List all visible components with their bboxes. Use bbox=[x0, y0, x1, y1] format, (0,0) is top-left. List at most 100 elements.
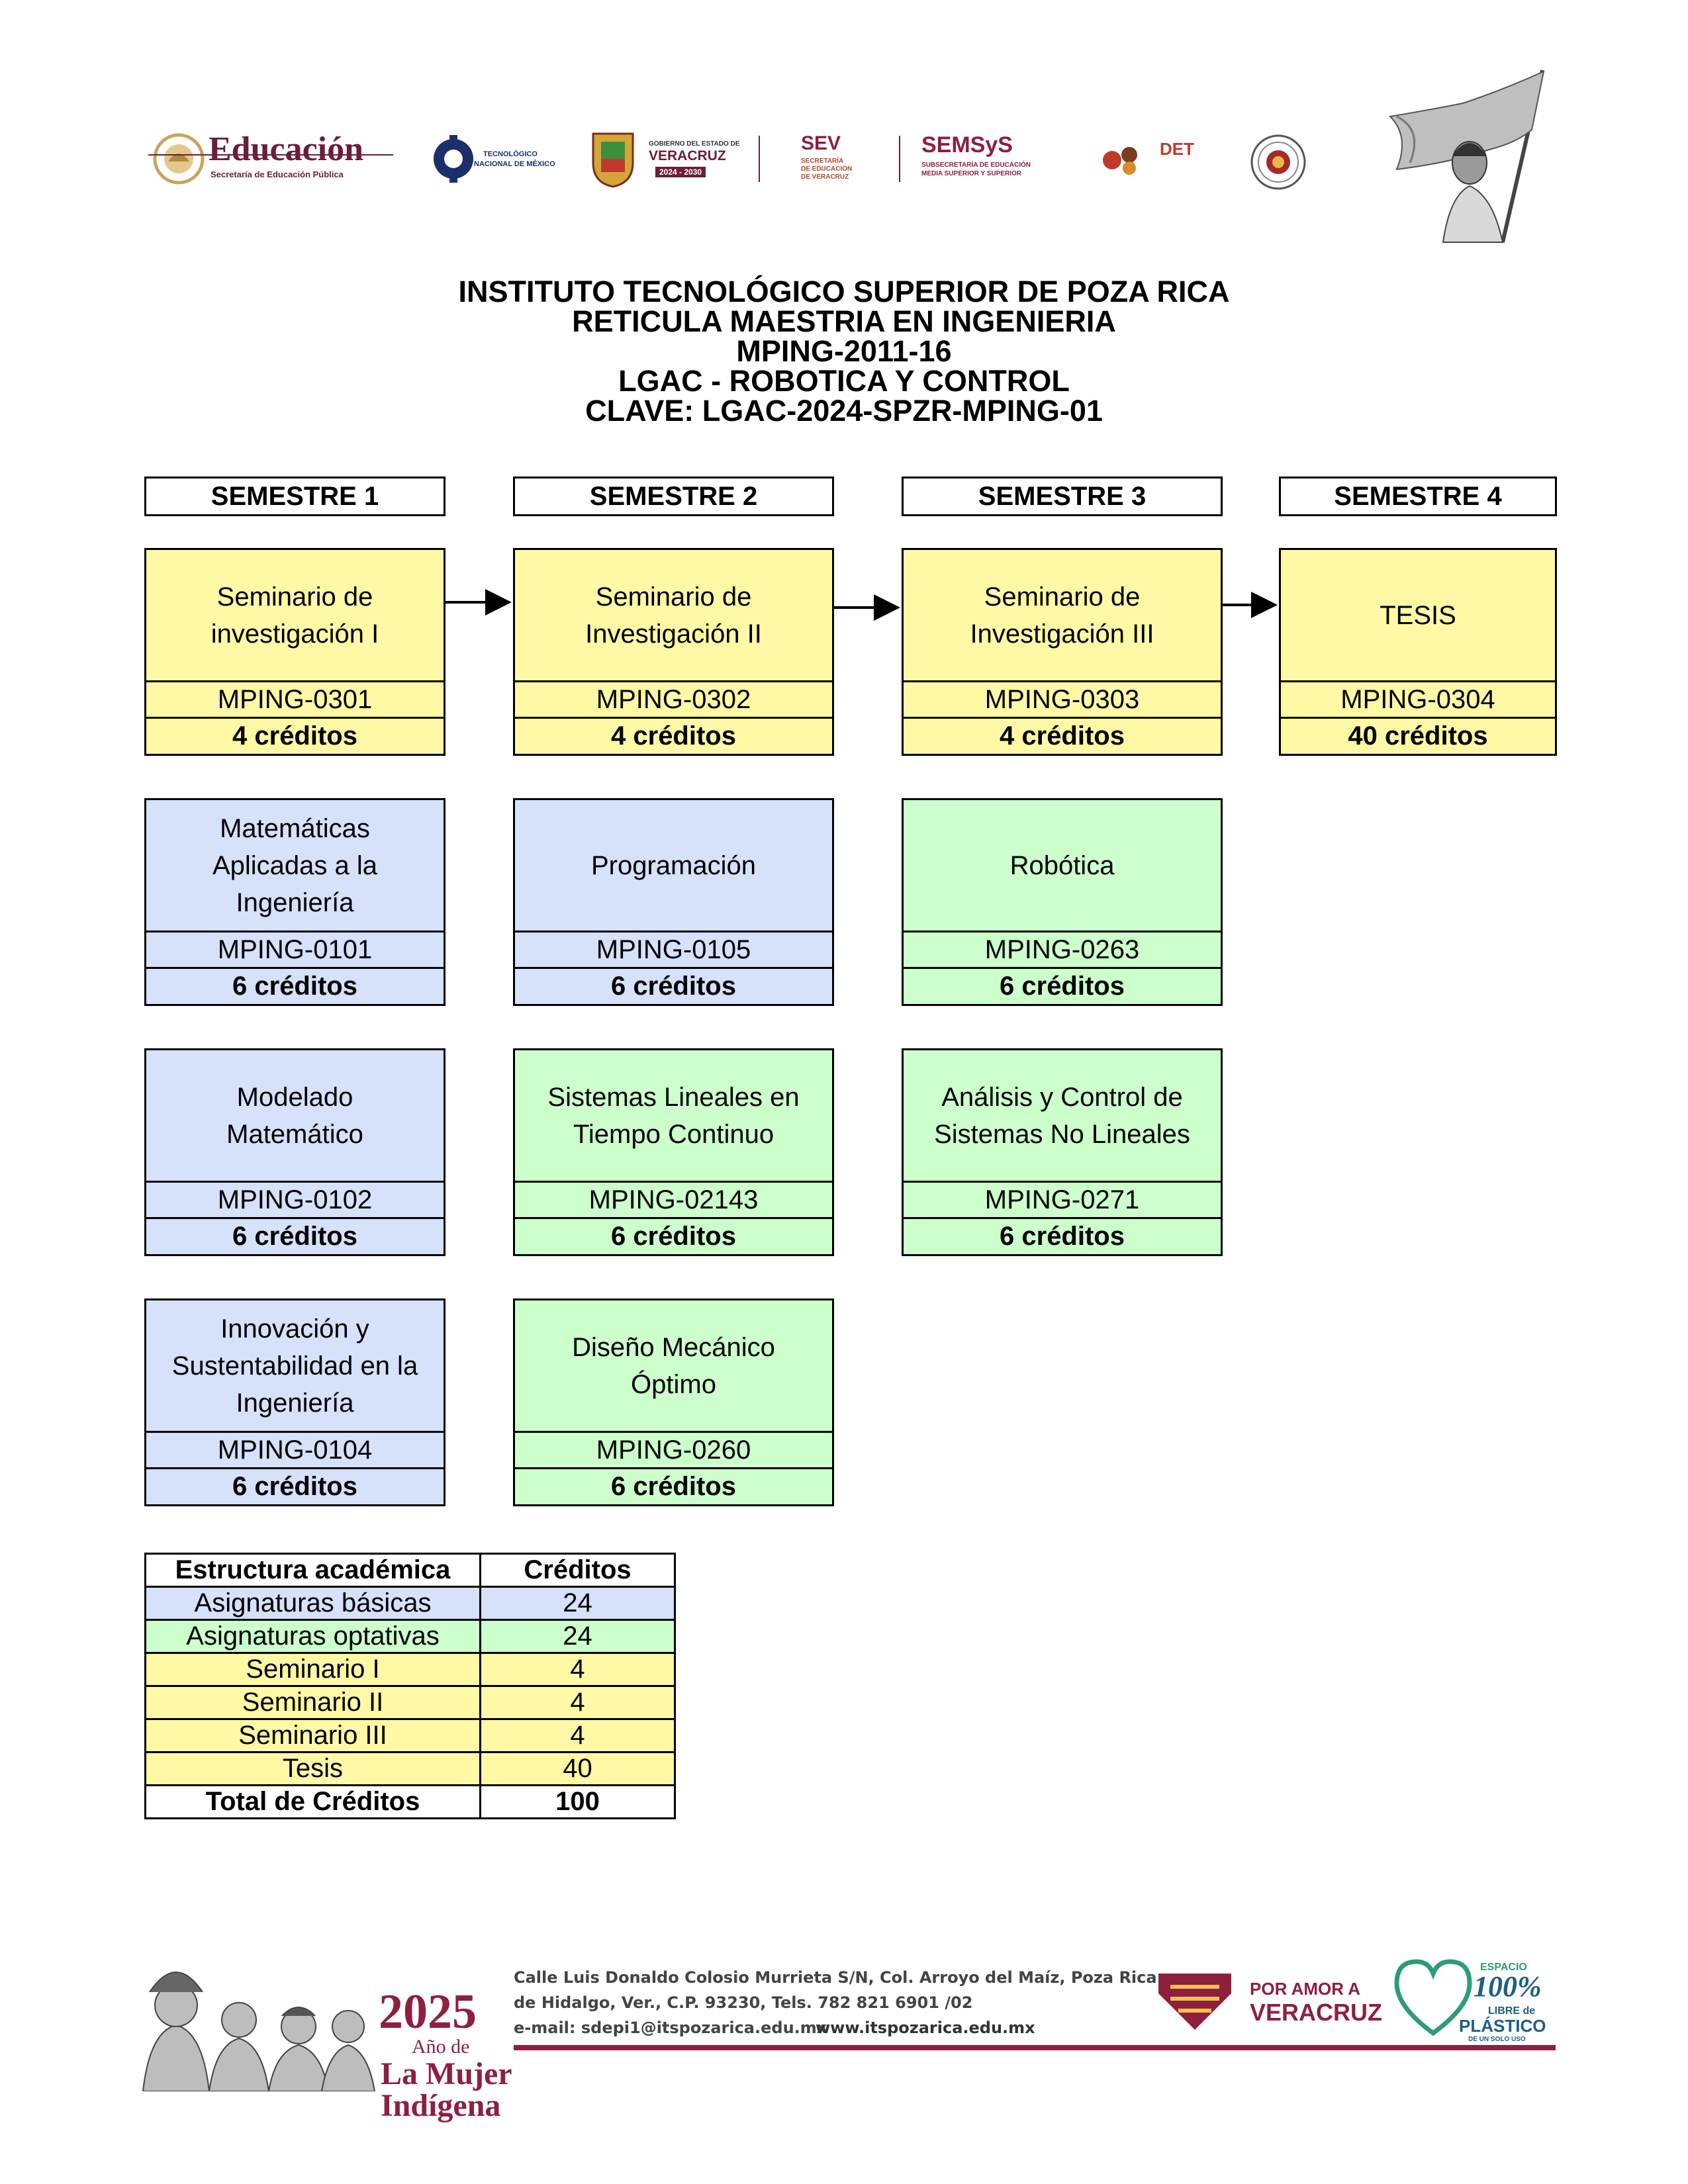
espacio-line1: ESPACIO bbox=[1480, 1962, 1527, 1973]
course-card-matematicas-aplicadas: Matemáticas Aplicadas a la Ingeniería MP… bbox=[144, 798, 445, 1006]
prerequisite-arrows bbox=[445, 589, 1278, 621]
espacio-line4: PLÁSTICO bbox=[1459, 2016, 1546, 2036]
amor-line1: POR AMOR A bbox=[1250, 1979, 1361, 1999]
program-title: RETICULA MAESTRIA EN INGENIERIA bbox=[572, 304, 1116, 338]
table-row: Seminario III 4 bbox=[144, 1718, 676, 1753]
course-code: MPING-0102 bbox=[146, 1183, 444, 1219]
tecnm-line2: NACIONAL DE MÉXICO bbox=[474, 160, 555, 168]
det-logo-title: DET bbox=[1160, 139, 1194, 159]
row-value: 40 bbox=[479, 1751, 676, 1786]
table-row: Tesis 40 bbox=[144, 1751, 676, 1786]
tecnm-gear-icon bbox=[434, 135, 473, 183]
course-name: Matemáticas Aplicadas a la Ingeniería bbox=[146, 800, 444, 933]
course-card-sistemas-lineales: Sistemas Lineales en Tiempo Continuo MPI… bbox=[513, 1048, 834, 1256]
veracruz-chevron-icon bbox=[1158, 1974, 1231, 2030]
veracruz-line2: VERACRUZ bbox=[649, 148, 726, 163]
course-card-innovacion: Innovación y Sustentabilidad en la Ingen… bbox=[144, 1298, 445, 1506]
espacio-line5: DE UN SOLO USO bbox=[1468, 2036, 1526, 2043]
institute-title: INSTITUTO TECNOLÓGICO SUPERIOR DE POZA R… bbox=[458, 275, 1230, 308]
year-line4: Indígena bbox=[381, 2088, 501, 2123]
header-structure: Estructura académica bbox=[144, 1553, 481, 1588]
course-credits: 6 créditos bbox=[232, 972, 357, 1001]
course-card-diseno-mecanico: Diseño Mecánico Óptimo MPING-0260 6 créd… bbox=[513, 1298, 834, 1506]
row-label: Tesis bbox=[144, 1751, 481, 1786]
table-row: Asignaturas optativas 24 bbox=[144, 1619, 676, 1654]
course-card-seminario-1: Seminario de investigación I MPING-0301 … bbox=[144, 548, 445, 756]
veracruz-line1: GOBIERNO DEL ESTADO DE bbox=[649, 140, 740, 148]
course-code: MPING-0263 bbox=[904, 933, 1221, 969]
sev-line2: DE EDUCACIÓN bbox=[801, 165, 853, 173]
row-label: Asignaturas optativas bbox=[144, 1619, 481, 1654]
semester-1-header: SEMESTRE 1 bbox=[144, 477, 445, 516]
year-line2: Año de bbox=[412, 2036, 470, 2058]
row-value: 4 bbox=[479, 1718, 676, 1753]
course-credits: 40 créditos bbox=[1348, 721, 1488, 751]
course-code: MPING-0271 bbox=[904, 1183, 1221, 1219]
course-code: MPING-0304 bbox=[1281, 682, 1555, 719]
heart-recycle-icon bbox=[1394, 1959, 1472, 2036]
semester-2-header: SEMESTRE 2 bbox=[513, 477, 834, 516]
course-name: Robótica bbox=[904, 800, 1221, 933]
course-name: Seminario de Investigación III bbox=[904, 550, 1221, 682]
course-card-tesis: TESIS MPING-0304 40 créditos bbox=[1279, 548, 1557, 756]
course-credits: 6 créditos bbox=[611, 1472, 736, 1501]
row-value: 24 bbox=[479, 1586, 676, 1621]
veracruz-shield-icon bbox=[592, 132, 634, 188]
mexico-seal-icon bbox=[153, 133, 205, 185]
course-code: MPING-0301 bbox=[146, 682, 444, 719]
educacion-logo-subtitle: Secretaría de Educación Pública bbox=[211, 169, 344, 179]
course-card-modelado-matematico: Modelado Matemático MPING-0102 6 crédito… bbox=[144, 1048, 445, 1256]
course-name: Programación bbox=[515, 800, 832, 933]
table-row: Asignaturas básicas 24 bbox=[144, 1586, 676, 1621]
course-name: Seminario de Investigación II bbox=[515, 550, 832, 682]
sev-line1: SECRETARÍA bbox=[801, 158, 844, 165]
sev-logo-title: SEV bbox=[801, 132, 841, 154]
total-label: Total de Créditos bbox=[144, 1784, 481, 1819]
course-card-robotica: Robótica MPING-0263 6 créditos bbox=[902, 798, 1223, 1006]
row-label: Asignaturas básicas bbox=[144, 1586, 481, 1621]
course-credits: 4 créditos bbox=[232, 721, 357, 751]
footer-address-line1: Calle Luis Donaldo Colosio Murrieta S/N,… bbox=[514, 1968, 1157, 1987]
course-card-programacion: Programación MPING-0105 6 créditos bbox=[513, 798, 834, 1006]
row-value: 24 bbox=[479, 1619, 676, 1654]
semsys-line2: MEDIA SUPERIOR Y SUPERIOR bbox=[921, 170, 1021, 177]
course-card-seminario-2: Seminario de Investigación II MPING-0302… bbox=[513, 548, 834, 756]
course-name: Sistemas Lineales en Tiempo Continuo bbox=[515, 1050, 832, 1183]
course-code: MPING-0101 bbox=[146, 933, 444, 969]
course-name: Modelado Matemático bbox=[146, 1050, 444, 1183]
semester-4-header: SEMESTRE 4 bbox=[1279, 477, 1557, 516]
footer-email: e-mail: sdepi1@itspozarica.edu.mx bbox=[514, 2019, 827, 2037]
course-credits: 6 créditos bbox=[611, 1222, 736, 1251]
educacion-logo-title: Educación bbox=[209, 130, 364, 168]
course-card-seminario-3: Seminario de Investigación III MPING-030… bbox=[902, 548, 1223, 756]
credits-table-total: Total de Créditos 100 bbox=[144, 1784, 676, 1819]
tecnm-line1: TECNOLÓGICO bbox=[483, 150, 538, 158]
course-credits: 6 créditos bbox=[1000, 1222, 1125, 1251]
course-code: MPING-0105 bbox=[515, 933, 832, 969]
indigenous-women-illustration bbox=[142, 1972, 376, 2091]
row-label: Seminario III bbox=[144, 1718, 481, 1753]
det-leaf-icon bbox=[1103, 147, 1137, 175]
course-credits: 6 créditos bbox=[232, 1472, 357, 1501]
course-code: MPING-02143 bbox=[515, 1183, 832, 1219]
total-value: 100 bbox=[479, 1784, 676, 1819]
table-row: Seminario II 4 bbox=[144, 1685, 676, 1720]
course-credits: 6 créditos bbox=[1000, 972, 1125, 1001]
footer-website[interactable]: www.itspozarica.edu.mx bbox=[816, 2019, 1035, 2037]
row-label: Seminario I bbox=[144, 1652, 481, 1687]
espacio-line3: LIBRE de bbox=[1488, 2005, 1536, 2017]
course-credits: 6 créditos bbox=[611, 972, 736, 1001]
course-credits: 4 créditos bbox=[1000, 721, 1125, 751]
its-seal-icon bbox=[1250, 134, 1306, 190]
course-credits: 4 créditos bbox=[611, 721, 736, 751]
course-name: Análisis y Control de Sistemas No Lineal… bbox=[904, 1050, 1221, 1183]
course-name: Diseño Mecánico Óptimo bbox=[515, 1300, 832, 1433]
lgac-title: LGAC - ROBOTICA Y CONTROL bbox=[618, 364, 1070, 398]
course-code: MPING-0104 bbox=[146, 1433, 444, 1469]
course-name: Innovación y Sustentabilidad en la Ingen… bbox=[146, 1300, 444, 1433]
course-name: TESIS bbox=[1281, 550, 1555, 682]
footer-address-line2: de Hidalgo, Ver., C.P. 93230, Tels. 782 … bbox=[514, 1993, 973, 2012]
course-code: MPING-0260 bbox=[515, 1433, 832, 1469]
row-value: 4 bbox=[479, 1652, 676, 1687]
course-name: Seminario de investigación I bbox=[146, 550, 444, 682]
